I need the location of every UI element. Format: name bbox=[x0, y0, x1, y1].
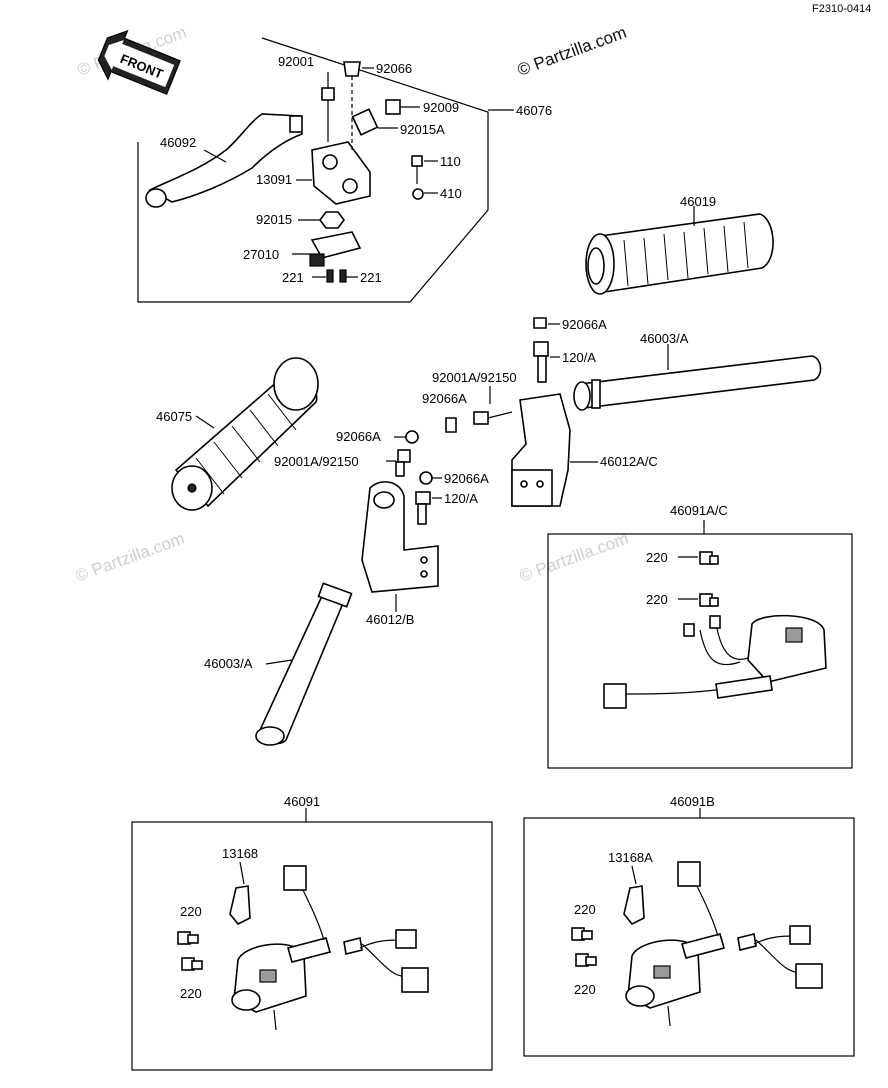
diagram-code: F2310-0414 bbox=[812, 3, 871, 15]
label-220-1: 220 bbox=[646, 550, 668, 565]
label-46092: 46092 bbox=[160, 135, 196, 150]
label-46019: 46019 bbox=[680, 194, 716, 209]
label-46076: 46076 bbox=[516, 103, 552, 118]
label-46091: 46091 bbox=[284, 794, 320, 809]
label-13091: 13091 bbox=[256, 172, 292, 187]
left-grip-46075-part bbox=[171, 357, 319, 511]
label-46075: 46075 bbox=[156, 409, 192, 424]
throttle-grip-46019-part bbox=[585, 213, 774, 295]
label-92015: 92015 bbox=[256, 212, 292, 227]
label-92001A-92150-2: 92001A/92150 bbox=[274, 454, 359, 469]
screw-221-part bbox=[326, 269, 347, 283]
label-92066A-1: 92066A bbox=[562, 317, 607, 332]
label-221-right: 221 bbox=[360, 270, 382, 285]
label-46003A-bottom: 46003/A bbox=[204, 656, 253, 671]
brake-lever-part bbox=[145, 113, 303, 208]
label-120A-1: 120/A bbox=[562, 350, 596, 365]
label-27010: 27010 bbox=[243, 247, 279, 262]
clamp-46012AC-part bbox=[511, 393, 571, 507]
watermark-main: © Partzilla.com bbox=[515, 23, 629, 80]
handlebar-right-part bbox=[573, 355, 822, 411]
part-13168 bbox=[229, 885, 251, 926]
washer-410-part bbox=[412, 188, 424, 200]
label-220-6: 220 bbox=[574, 982, 596, 997]
label-46091AC: 46091A/C bbox=[670, 503, 728, 518]
label-410: 410 bbox=[440, 186, 462, 201]
screw-220-part bbox=[581, 930, 593, 940]
label-92066A-2: 92066A bbox=[422, 391, 467, 406]
nut-92015-part bbox=[319, 211, 345, 229]
label-92001: 92001 bbox=[278, 54, 314, 69]
part-13168A bbox=[623, 885, 645, 926]
label-13168: 13168 bbox=[222, 846, 258, 861]
cap-92066A-2-part bbox=[445, 417, 457, 433]
label-220-2: 220 bbox=[646, 592, 668, 607]
clamp-46012B-part bbox=[361, 481, 439, 593]
label-220-5: 220 bbox=[574, 902, 596, 917]
switch-46091B-box bbox=[523, 817, 855, 1057]
lever-assembly-box bbox=[137, 37, 489, 303]
switch-46091B-part bbox=[625, 861, 823, 1027]
cap-92066A-part bbox=[533, 317, 547, 329]
leader-lines bbox=[203, 67, 514, 278]
watermark: © Partzilla.com bbox=[73, 529, 187, 586]
front-arrow-icon: FRONT bbox=[97, 29, 181, 95]
watermark: © Partzilla.com bbox=[517, 529, 631, 586]
label-46012B: 46012/B bbox=[366, 612, 414, 627]
screw-220-part bbox=[187, 934, 199, 944]
bolt-92001-part bbox=[321, 87, 335, 142]
label-92066A-4: 92066A bbox=[444, 471, 489, 486]
handlebar-left-part bbox=[255, 582, 353, 746]
screw-220-part bbox=[699, 551, 719, 607]
cap-92066A-3-part bbox=[405, 430, 419, 444]
label-92009: 92009 bbox=[423, 100, 459, 115]
cap-92066A-4-part bbox=[419, 471, 433, 485]
bolt-92001A-lower-part bbox=[395, 449, 411, 477]
label-110: 110 bbox=[440, 154, 461, 169]
screw-220-part bbox=[585, 956, 597, 966]
label-220-4: 220 bbox=[180, 986, 202, 1001]
switch-46091AC-part bbox=[603, 614, 827, 709]
label-92015A: 92015A bbox=[400, 122, 445, 137]
label-221-left: 221 bbox=[282, 270, 304, 285]
bolt-120A-2-part bbox=[415, 491, 431, 525]
label-92066A-3: 92066A bbox=[336, 429, 381, 444]
switch-46091-box bbox=[131, 821, 493, 1071]
label-220-3: 220 bbox=[180, 904, 202, 919]
bolt-92001A-upper-part bbox=[473, 411, 513, 425]
label-46012AC: 46012A/C bbox=[600, 454, 658, 469]
switch-27010-part bbox=[309, 231, 362, 267]
bolt-120A-part bbox=[533, 341, 549, 383]
screw-220-part bbox=[191, 960, 203, 970]
label-92066: 92066 bbox=[376, 61, 412, 76]
cap-92066-part bbox=[343, 61, 361, 77]
label-46003A-top: 46003/A bbox=[640, 331, 689, 346]
label-120A-2: 120/A bbox=[444, 491, 478, 506]
label-13168A: 13168A bbox=[608, 850, 653, 865]
label-92001A-92150-1: 92001A/92150 bbox=[432, 370, 517, 385]
switch-46091-part bbox=[231, 865, 429, 1031]
clamp-13091-part bbox=[311, 99, 401, 205]
switch-46091AC-box bbox=[547, 533, 853, 769]
label-46091B: 46091B bbox=[670, 794, 715, 809]
screw-110-part bbox=[411, 155, 423, 184]
